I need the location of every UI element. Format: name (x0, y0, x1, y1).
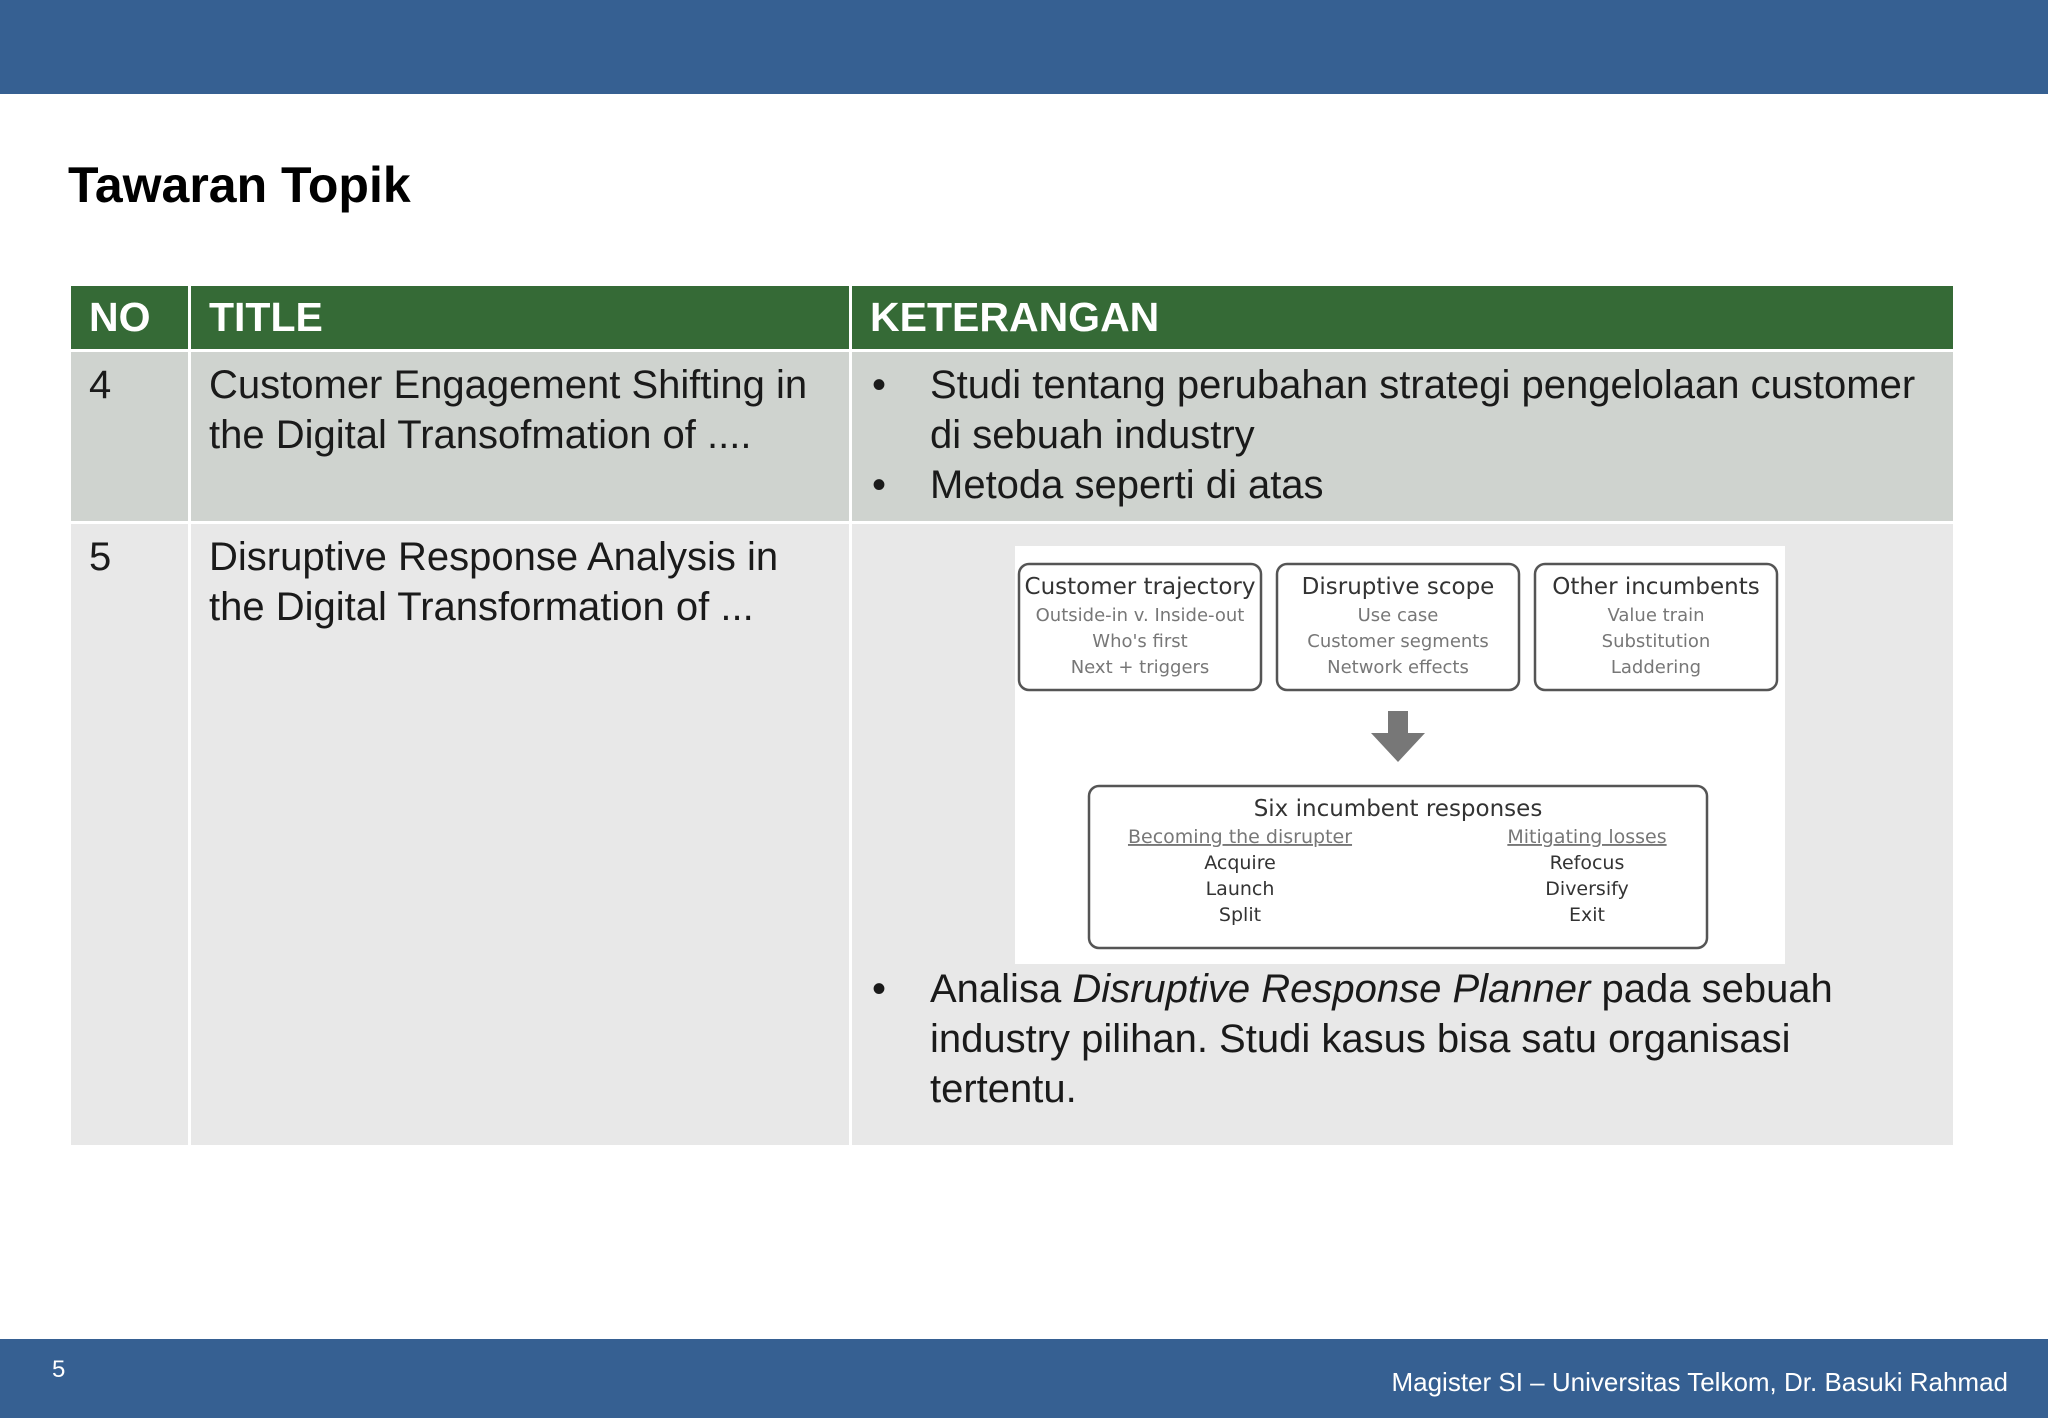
slide-title: Tawaran Topik (68, 157, 411, 213)
bullet-text: Analisa (930, 967, 1073, 1011)
disruptive-response-planner-diagram: Customer trajectory Outside-in v. Inside… (1015, 546, 1785, 964)
box-customer-trajectory (1017, 562, 1263, 692)
box-six-incumbent-responses (1087, 784, 1709, 950)
header-no: NO (68, 283, 191, 352)
bottom-banner (0, 1339, 2048, 1418)
box-other-incumbents (1533, 562, 1779, 692)
box-line: Outside-in v. Inside-out (1036, 605, 1245, 626)
table-row: 5 Disruptive Response Analysis in the Di… (68, 521, 1956, 1148)
box-line: Use case (1358, 605, 1439, 626)
header-keterangan: KETERANGAN (849, 283, 1956, 352)
bullet-list: Studi tentang perubahan strategi pengelo… (870, 360, 1935, 510)
box-disruptive-scope (1275, 562, 1521, 692)
bullet-item: Studi tentang perubahan strategi pengelo… (870, 360, 1935, 460)
table-header-row: NO TITLE KETERANGAN (68, 283, 1956, 352)
responses-right-item: Diversify (1545, 878, 1628, 900)
responses-right-item: Exit (1569, 904, 1605, 926)
box-line: Laddering (1611, 657, 1701, 678)
row-keterangan: Studi tentang perubahan strategi pengelo… (849, 349, 1956, 524)
topic-table: NO TITLE KETERANGAN 4 Customer Engagemen… (68, 283, 1956, 1148)
responses-right-title: Mitigating losses (1507, 826, 1666, 848)
slide-number: 5 (52, 1356, 66, 1383)
box-heading: Disruptive scope (1302, 574, 1495, 600)
responses-left-item: Acquire (1204, 852, 1276, 874)
table-row: 4 Customer Engagement Shifting in the Di… (68, 349, 1956, 524)
bullet-item: Metoda seperti di atas (870, 460, 1935, 510)
responses-heading: Six incumbent responses (1254, 796, 1543, 822)
bullet-item: Analisa Disruptive Response Planner pada… (870, 964, 1935, 1114)
header-title: TITLE (188, 283, 852, 352)
box-line: Customer segments (1307, 631, 1489, 652)
top-banner (0, 0, 2048, 94)
row-title: Customer Engagement Shifting in the Digi… (188, 349, 852, 524)
responses-right-item: Refocus (1550, 852, 1625, 874)
row-number: 5 (68, 521, 191, 1148)
bullet-text: pada sebuah industry pilihan. Studi kasu… (930, 967, 1833, 1111)
responses-left-title: Becoming the disrupter (1128, 826, 1352, 848)
row-number: 4 (68, 349, 191, 524)
bullet-list: Analisa Disruptive Response Planner pada… (870, 964, 1935, 1114)
box-line: Network effects (1327, 657, 1469, 678)
footer-credit: Magister SI – Universitas Telkom, Dr. Ba… (1391, 1367, 2008, 1397)
box-heading: Other incumbents (1552, 574, 1760, 600)
box-line: Substitution (1602, 631, 1711, 652)
responses-left-item: Launch (1206, 878, 1275, 900)
box-line: Who's first (1092, 631, 1187, 652)
responses-left-item: Split (1219, 904, 1261, 926)
box-heading: Customer trajectory (1025, 574, 1256, 600)
row-keterangan: Customer trajectory Outside-in v. Inside… (849, 521, 1956, 1148)
bullet-emphasis: Disruptive Response Planner (1072, 967, 1591, 1011)
down-arrow-icon (1371, 711, 1425, 762)
box-line: Value train (1607, 605, 1704, 626)
box-line: Next + triggers (1071, 657, 1210, 678)
row-title: Disruptive Response Analysis in the Digi… (188, 521, 852, 1148)
